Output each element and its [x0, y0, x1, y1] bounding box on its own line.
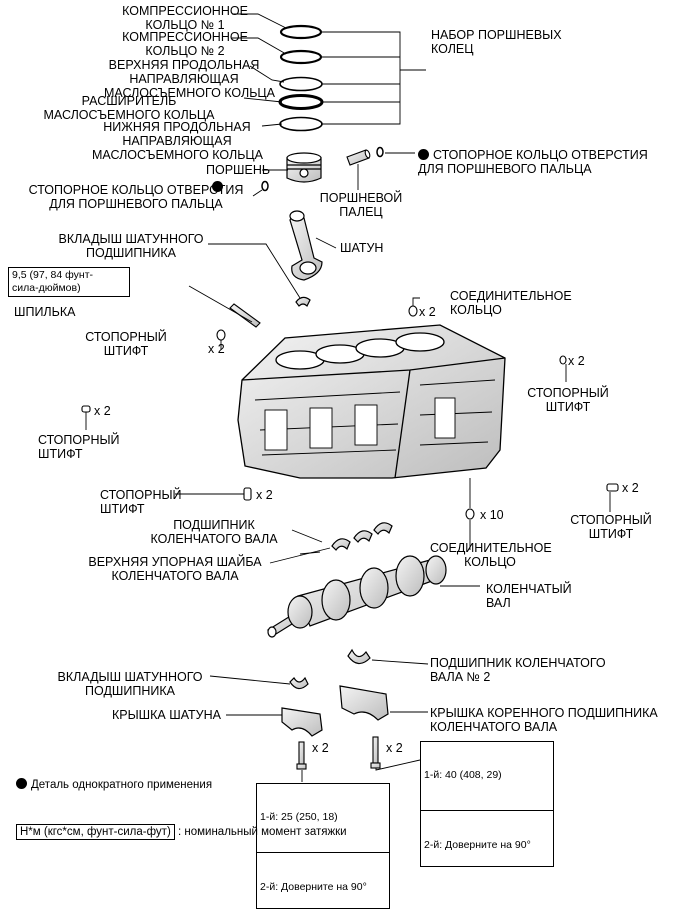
crank-bearing-2-icon: [347, 648, 371, 665]
label-lower-side-rail: НИЖНЯЯ ПРОДОЛЬНАЯ НАПРАВЛЯЮЩАЯ МАСЛОСЪЕМ…: [92, 120, 263, 162]
label-conrod-bearing-lower: ВКЛАДЫШ ШАТУННОГО ПОДШИПНИКА: [57, 670, 203, 698]
label-main-bearing-cap: КРЫШКА КОРЕННОГО ПОДШИПНИКА КОЛЕНЧАТОГО …: [430, 706, 658, 734]
compression-ring-1-icon: [279, 24, 323, 40]
piston-icon: [286, 152, 322, 183]
exploded-view-drawing: [81, 13, 619, 782]
straight-pin-far-right-icon: [606, 483, 619, 492]
non-reusable-marker-icon: [418, 149, 429, 160]
label-thrust-washer: ВЕРХНЯЯ УПОРНАЯ ШАЙБА КОЛЕНЧАТОГО ВАЛА: [88, 555, 262, 583]
crankshaft-icon: [266, 555, 447, 638]
label-conrod-cap: КРЫШКА ШАТУНА: [112, 708, 221, 722]
cylinder-block-icon: [237, 324, 506, 479]
label-straight-pin-left: СТОПОРНЫЙ ШТИФТ: [38, 433, 120, 461]
label-conrod-bearing-upper: ВКЛАДЫШ ШАТУННОГО ПОДШИПНИКА: [58, 232, 204, 260]
torque-box-main: 1-й: 40 (408, 29) 2-й: Доверните на 90°: [420, 741, 554, 867]
compression-ring-2-icon: [279, 49, 323, 65]
lower-side-rail-icon: [279, 116, 323, 132]
straight-pin-right-icon: [559, 355, 567, 365]
label-piston: ПОРШЕНЬ: [206, 163, 271, 177]
torque-divider: [257, 852, 389, 853]
label-crank-bearing-2: ПОДШИПНИК КОЛЕНЧАТОГО ВАЛА № 2: [430, 656, 606, 684]
torque-main-step1: 1-й: 40 (408, 29): [424, 769, 502, 781]
label-connecting-rod: ШАТУН: [340, 241, 384, 255]
qty-ring-pin-top: x 2: [419, 305, 436, 319]
ring-pin-bottom-icon: [465, 508, 475, 520]
main-bolt-icon: [370, 736, 381, 769]
conrod-bolt-icon: [296, 741, 307, 770]
qty-straight-pin-left: x 2: [94, 404, 111, 418]
qty-straight-pin-bottom: x 2: [256, 488, 273, 502]
snap-ring-right-text: СТОПОРНОЕ КОЛЬЦО ОТВЕРСТИЯ ДЛЯ ПОРШНЕВОГ…: [418, 148, 648, 176]
piston-pin-icon: [346, 149, 371, 166]
legend-torque-unit-box: Н*м (кгс*см, фунт-сила-фут): [16, 824, 175, 840]
label-piston-pin: ПОРШНЕВОЙ ПАЛЕЦ: [319, 191, 403, 219]
torque-conrod-step1: 1-й: 25 (250, 18): [260, 811, 338, 823]
expander-icon: [278, 94, 324, 110]
connecting-rod-icon: [289, 210, 323, 281]
legend-non-reusable-text: Деталь однократного применения: [31, 779, 213, 791]
torque-main-step2: 2-й: Доверните на 90°: [424, 839, 531, 851]
torque-conrod-step2: 2-й: Доверните на 90°: [260, 881, 367, 893]
label-snap-ring-left: СТОПОРНОЕ КОЛЬЦО ОТВЕРСТИЯ ДЛЯ ПОРШНЕВОГ…: [16, 181, 256, 211]
legend-torque-units: Н*м (кгс*см, фунт-сила-фут) : номинальны…: [16, 824, 347, 840]
torque-divider: [421, 810, 553, 811]
torque-box-conrod: 1-й: 25 (250, 18) 2-й: Доверните на 90°: [256, 783, 390, 909]
non-reusable-marker-icon: [212, 181, 223, 192]
crank-bearing-upper-icon: [331, 522, 393, 551]
label-ring-pin-top: СОЕДИНИТЕЛЬНОЕ КОЛЬЦО: [450, 289, 572, 317]
qty-main-bolt: x 2: [386, 741, 403, 755]
qty-ring-pin-bottom: x 10: [480, 508, 504, 522]
legend-torque-unit-note: : номинальный момент затяжки: [177, 826, 347, 838]
label-compression-ring-1: КОМПРЕССИОННОЕ КОЛЬЦО № 1: [122, 4, 248, 32]
ring-pin-top-icon: [408, 305, 418, 317]
label-crankshaft: КОЛЕНЧАТЫЙ ВАЛ: [486, 582, 572, 610]
stud-icon: [229, 303, 261, 328]
conrod-bearing-lower-icon: [289, 676, 309, 690]
conrod-bearing-upper-icon: [295, 296, 311, 308]
qty-straight-pin-right: x 2: [568, 354, 585, 368]
label-upper-side-rail: ВЕРХНЯЯ ПРОДОЛЬНАЯ НАПРАВЛЯЮЩАЯ МАСЛОСЪЕ…: [104, 58, 275, 100]
label-straight-pin-1: СТОПОРНЫЙ ШТИФТ: [85, 330, 167, 358]
snap-ring-right-icon: [376, 146, 384, 158]
upper-side-rail-icon: [279, 76, 323, 92]
label-straight-pin-far-right: СТОПОРНЫЙ ШТИФТ: [570, 513, 652, 541]
label-expander: РАСШИРИТЕЛЬ МАСЛОСЪЕМНОГО КОЛЬЦА: [43, 94, 215, 122]
snap-ring-left-text: СТОПОРНОЕ КОЛЬЦО ОТВЕРСТИЯ ДЛЯ ПОРШНЕВОГ…: [28, 183, 244, 211]
label-compression-ring-2: КОМПРЕССИОННОЕ КОЛЬЦО № 2: [122, 30, 248, 58]
label-snap-ring-right: СТОПОРНОЕ КОЛЬЦО ОТВЕРСТИЯ ДЛЯ ПОРШНЕВОГ…: [418, 148, 648, 176]
leader-lines: [85, 13, 611, 782]
snap-ring-left-icon: [261, 180, 269, 192]
qty-straight-pin-far-right: x 2: [622, 481, 639, 495]
label-straight-pin-right: СТОПОРНЫЙ ШТИФТ: [527, 386, 609, 414]
straight-pin-bottom-icon: [243, 487, 252, 501]
straight-pin-1-icon: [216, 329, 226, 341]
main-bearing-cap-icon: [339, 685, 389, 721]
qty-straight-pin-1: x 2: [208, 342, 225, 356]
straight-pin-left-icon: [81, 405, 91, 413]
label-ring-pin-bottom: СОЕДИНИТЕЛЬНОЕ КОЛЬЦО: [430, 541, 552, 569]
torque-box-stud: 9,5 (97, 84 фунт- сила-дюймов): [8, 267, 130, 297]
label-stud: ШПИЛЬКА: [14, 305, 76, 319]
non-reusable-marker-icon: [16, 778, 27, 789]
label-piston-ring-set: НАБОР ПОРШНЕВЫХ КОЛЕЦ: [431, 28, 562, 56]
conrod-cap-icon: [281, 707, 323, 737]
qty-conrod-bolt: x 2: [312, 741, 329, 755]
label-crank-bearing: ПОДШИПНИК КОЛЕНЧАТОГО ВАЛА: [150, 518, 278, 546]
legend-non-reusable: Деталь однократного применения: [16, 778, 212, 792]
label-straight-pin-bottom: СТОПОРНЫЙ ШТИФТ: [100, 488, 182, 516]
